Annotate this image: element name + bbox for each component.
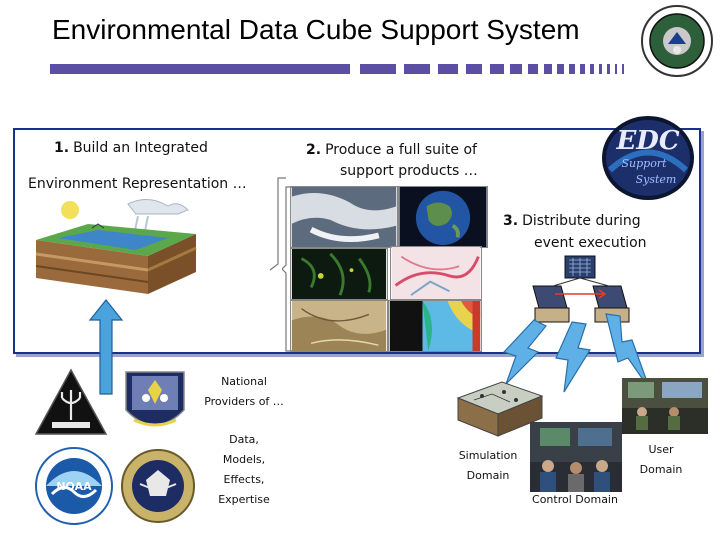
environment-cube-image [28,194,204,300]
product-satellite-clouds [290,186,398,248]
providers-label-line2: Providers of … [204,395,284,408]
simulation-domain-line2: Domain [466,469,510,482]
providers-label: National Providers of … [194,372,294,412]
air-force-weather-seal [125,371,185,427]
user-domain-label: User Domain [628,440,694,480]
edc-logo-title: EDC [615,126,679,156]
provider-item: Models, [222,453,266,466]
user-domain-line2: Domain [639,463,683,476]
simulation-domain-line1: Simulation [458,449,518,462]
control-domain-image [530,422,622,492]
product-terrain-map [290,300,388,352]
providers-label-line1: National [221,375,267,388]
lightning-bolt-user [605,313,651,391]
page-title: Environmental Data Cube Support System [52,14,580,45]
bracket-products [282,186,294,352]
edc-logo: EDC Support System [602,116,694,200]
step-3-line1: 3.Distribute during [503,213,641,229]
providers-to-cube-arrow [88,299,124,395]
navy-oceanography-seal [34,368,108,435]
step-2-line1: 2.Produce a full suite of [306,142,477,158]
agency-seal-top-right [641,5,713,77]
provider-item: Data, [229,433,259,446]
step-3-number: 3. [503,213,519,229]
bracket-left [269,177,286,271]
step-2-label: Produce a full suite of [325,142,477,158]
simulation-domain-image [456,381,544,437]
product-ocean-temperature [388,300,482,352]
product-pink-map [390,246,482,300]
control-domain-label: Control Domain [532,493,618,506]
lightning-bolt-simulation [502,319,547,385]
department-of-defense-seal [121,449,195,523]
product-dark-map [290,248,388,300]
provider-item: Effects, [223,473,265,486]
user-domain-line1: User [648,443,674,456]
noaa-seal: NOAA [35,447,113,525]
title-decoration-bar [50,64,624,74]
step-2-line2: support products … [340,163,478,179]
simulation-domain-label: Simulation Domain [448,446,528,486]
noaa-seal-text: NOAA [56,480,92,493]
lightning-bolt-control [555,321,591,393]
provider-item: Expertise [218,493,270,506]
user-domain-image [622,378,708,434]
step-1-line2: Environment Representation … [28,176,247,192]
edc-logo-system: System [636,173,677,186]
step-3-label: Distribute during [522,213,641,229]
step-2-number: 2. [306,142,322,158]
product-globe [398,186,488,248]
step-3-line2: event execution [534,235,647,251]
step-1-label: Build an Integrated [73,140,208,156]
step-1-number: 1. [54,140,70,156]
provider-items-list: Data, Models, Effects, Expertise [194,430,294,510]
step-1-line1: 1.Build an Integrated [54,140,208,156]
edc-logo-support: Support [621,157,667,170]
